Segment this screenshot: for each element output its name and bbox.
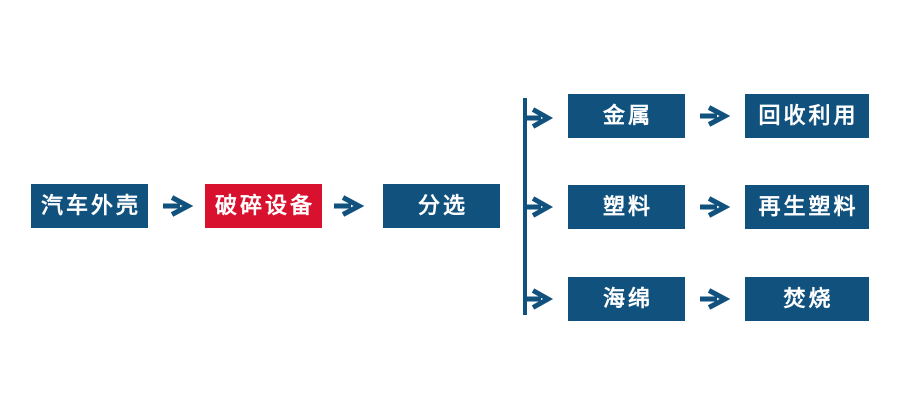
arrow-right-icon [525,288,554,310]
arrow-right-icon [700,105,731,127]
node-recycling: 回收利用 [745,94,869,138]
arrow-right-icon [163,195,194,217]
node-incineration: 焚烧 [745,277,869,321]
arrow-right-icon [700,196,731,218]
node-crushing-equipment: 破碎设备 [205,184,322,228]
arrow-right-icon [525,107,554,129]
arrow-right-icon [334,195,365,217]
node-sorting: 分选 [383,184,500,228]
node-auto-shell: 汽车外壳 [31,184,148,228]
arrow-right-icon [525,196,554,218]
node-sponge: 海绵 [568,277,685,321]
node-metal: 金属 [568,94,685,138]
arrow-right-icon [700,288,731,310]
node-plastic: 塑料 [568,185,685,229]
node-recycled-plastic: 再生塑料 [745,185,869,229]
